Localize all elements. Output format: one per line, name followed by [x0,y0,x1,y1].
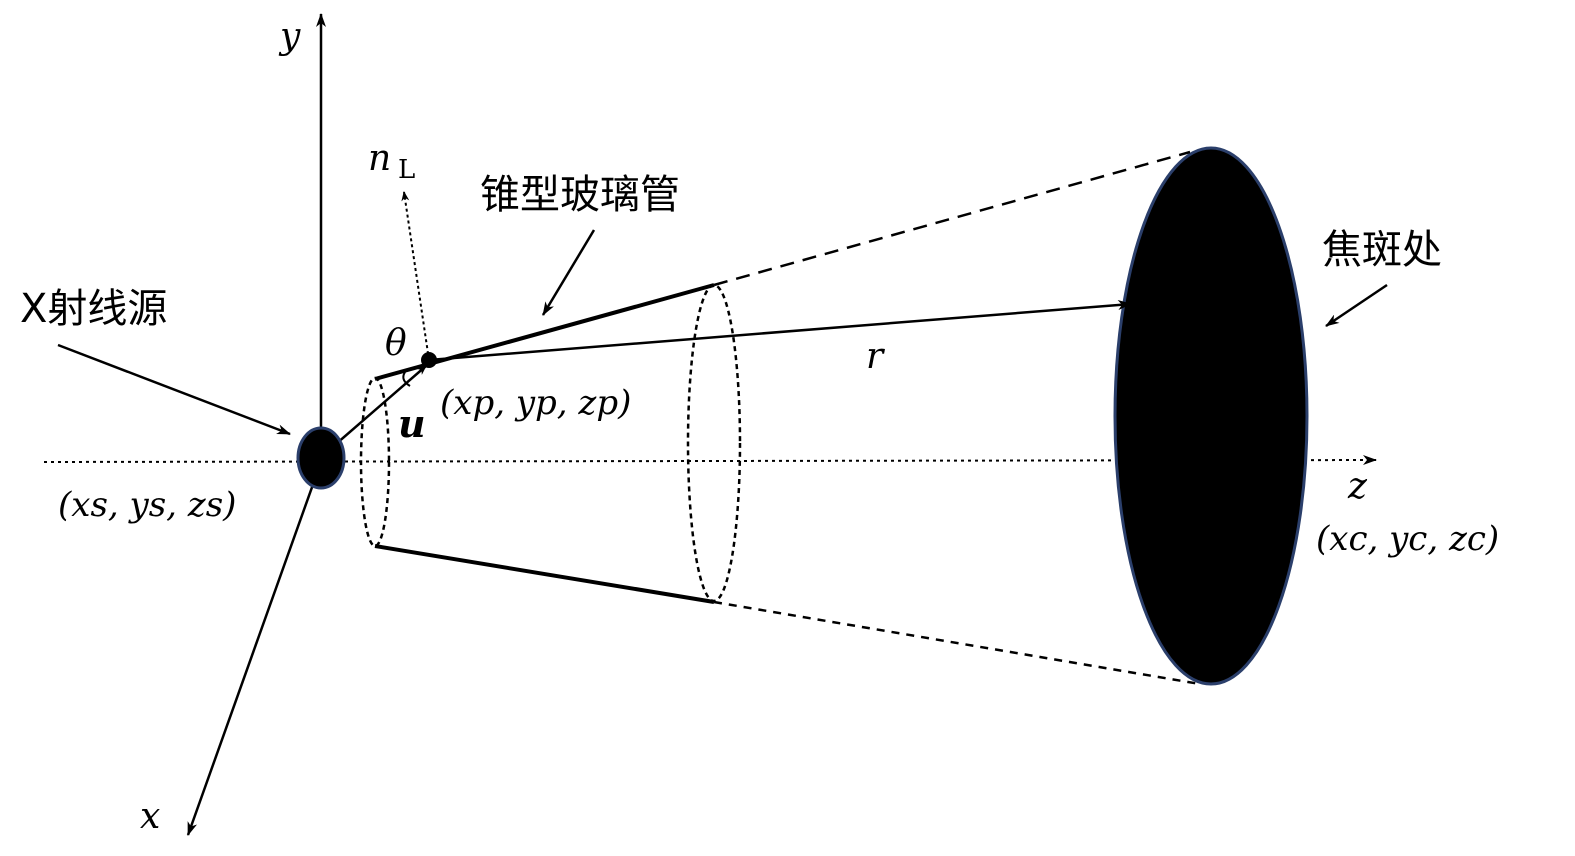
u-vector-label: u [398,401,426,446]
theta-label: θ [385,323,407,364]
z-axis-label: z [1347,466,1368,507]
y-axis-label: y [278,16,301,57]
glass-tube-label: 锥型玻璃管 [480,172,680,218]
normal-subscript: L [398,155,415,185]
reflection-point [421,352,437,368]
focal-spot-label: 焦斑处 [1322,227,1442,273]
source-pointer-arrow [57,343,291,436]
z-axis-line [43,455,1377,466]
source-coordinate: (xs, ys, zs) [58,485,236,525]
x-axis-label: x [140,796,160,837]
tube-pointer-arrow [541,229,596,316]
theta-arc [402,371,411,387]
xray-source-dot [296,426,346,490]
reflected-ray-r [428,300,1132,362]
r-label: r [866,336,885,377]
xray-source-label: X射线源 [20,286,167,332]
cone-lower-extension [713,600,1201,686]
cone-upper-extension [713,150,1191,287]
focus-coordinate: (xc, yc, zc) [1316,519,1499,559]
tube-lower-wall [374,544,715,604]
tube-exit-ellipse [686,283,742,603]
tube-entrance-ellipse [359,376,391,548]
spot-pointer-arrow [1325,283,1388,328]
point-coordinate: (xp, yp, zp) [440,383,631,423]
normal-label: n [368,138,391,179]
x-axis-line [186,461,323,836]
normal-vector [401,191,430,361]
focal-spot [1113,146,1309,686]
